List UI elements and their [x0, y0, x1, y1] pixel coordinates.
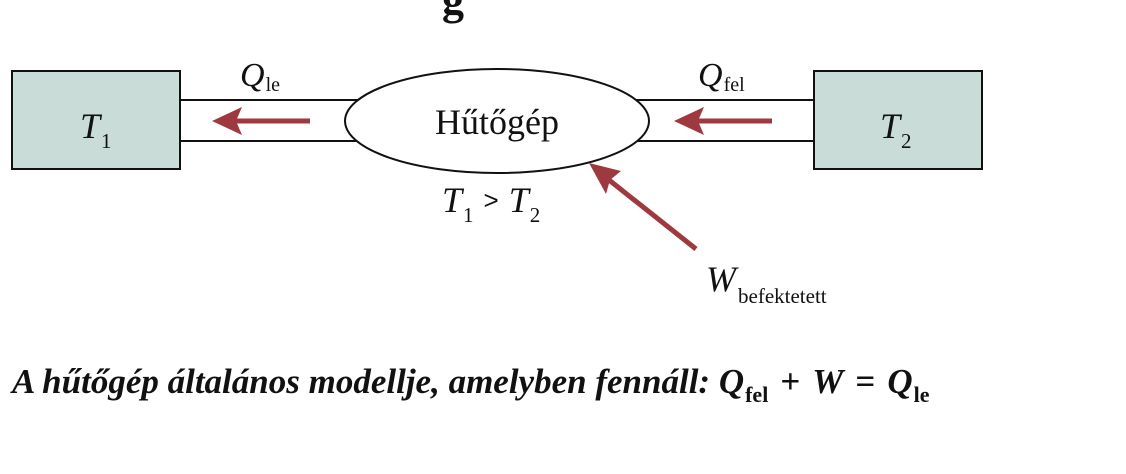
work-input-symbol: W	[706, 259, 739, 299]
cold-reservoir-subscript: 1	[101, 129, 112, 153]
hot-reservoir-box: T2	[813, 70, 983, 170]
hot-reservoir-symbol: T	[880, 106, 903, 146]
cold-reservoir-box: T1	[11, 70, 181, 170]
cold-reservoir-rect	[11, 70, 181, 170]
heat-in-label: Qfel	[698, 57, 745, 96]
title-fragment: g	[442, 0, 464, 24]
caption-equals: =	[855, 362, 875, 401]
caption-work-symbol: W	[812, 362, 846, 401]
caption-rhs-symbol: Q	[887, 362, 912, 401]
caption-lhs-subscript: fel	[745, 382, 768, 407]
caption-text: A hűtőgép általános modellje, amelyben f…	[10, 362, 719, 401]
heat-in-symbol: Q	[698, 57, 723, 94]
cold-reservoir-symbol: T	[80, 106, 103, 146]
work-input-subscript: befektetett	[738, 284, 827, 308]
heat-out-label: Qle	[240, 57, 280, 96]
caption-rhs-subscript: le	[914, 382, 930, 407]
relation-left-subscript: 1	[463, 203, 474, 227]
heat-in-arrow	[674, 107, 772, 135]
caption: A hűtőgép általános modellje, amelyben f…	[10, 362, 930, 407]
heat-out-arrow	[212, 107, 310, 135]
relation-right-symbol: T	[509, 180, 532, 220]
temperature-relation: T1>T2	[442, 180, 540, 227]
engine-ellipse	[344, 68, 650, 174]
heat-in-arrowhead	[674, 107, 704, 135]
engine-label: Hűtőgép	[435, 102, 559, 142]
heat-in-subscript: fel	[724, 74, 746, 96]
hot-reservoir-subscript: 2	[901, 129, 912, 153]
work-input-label: Wbefektetett	[706, 259, 827, 308]
relation-left-symbol: T	[442, 180, 465, 220]
hot-reservoir-rect	[813, 70, 983, 170]
pipe-left	[180, 99, 360, 142]
cold-reservoir-label: T1	[80, 106, 112, 153]
heat-out-symbol: Q	[240, 57, 265, 94]
relation-right-subscript: 2	[530, 203, 541, 227]
heat-out-arrowhead	[212, 107, 242, 135]
refrigerator-engine: Hűtőgép	[344, 68, 650, 174]
pipe-right	[636, 99, 814, 142]
caption-plus: +	[780, 362, 800, 401]
work-input-arrowhead	[589, 163, 621, 194]
caption-lhs-symbol: Q	[719, 362, 744, 401]
heat-out-subscript: le	[266, 74, 281, 96]
relation-operator: >	[484, 185, 499, 215]
hot-reservoir-label: T2	[880, 106, 912, 153]
work-input-arrow	[589, 163, 698, 251]
